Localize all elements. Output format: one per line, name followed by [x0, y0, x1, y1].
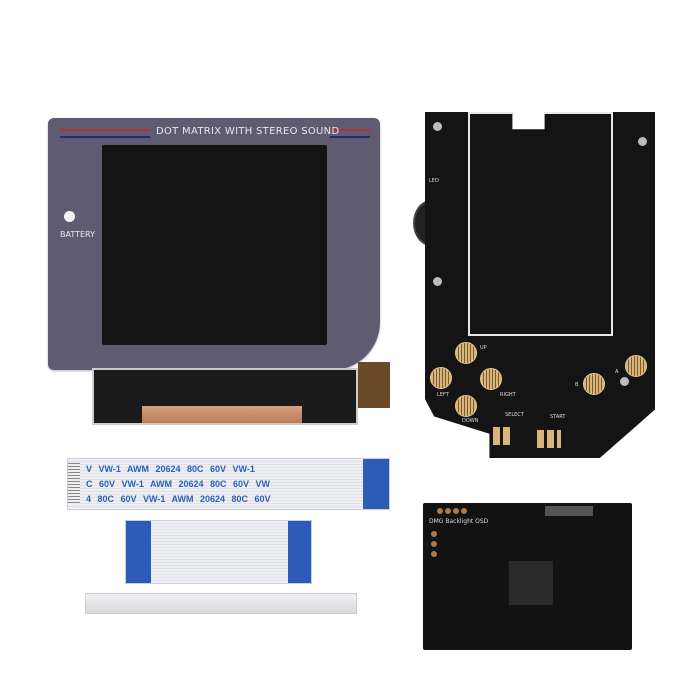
cable-stiffener — [363, 459, 389, 509]
battery-led-icon — [64, 211, 75, 222]
label-led: LED — [429, 178, 439, 184]
solder-pad — [431, 551, 437, 557]
lens-red-stripe-right — [330, 129, 370, 131]
osd-connector — [545, 506, 593, 516]
solder-pad — [431, 531, 437, 537]
pcb-outline — [468, 112, 613, 336]
label-up: UP — [480, 345, 487, 351]
button-pad-right — [480, 368, 502, 390]
solder-pad — [461, 508, 467, 514]
battery-label: BATTERY — [60, 230, 95, 239]
solder-pad — [453, 508, 459, 514]
copper-strip — [142, 406, 302, 423]
label-a: A — [615, 369, 619, 375]
label-b: B — [575, 382, 579, 388]
solder-pad — [431, 541, 437, 547]
cable-stiffener-right — [288, 521, 311, 583]
label-down: DOWN — [462, 418, 479, 424]
osd-board: DMG Backlight OSD — [423, 503, 632, 650]
mount-hole — [433, 122, 442, 131]
mount-hole — [433, 277, 442, 286]
lcd-module — [92, 368, 358, 425]
lens-blue-stripe-right — [330, 136, 370, 138]
ribbon-cable-long: V VW-1 AWM 20624 80C 60V VW-1 C 60V VW-1… — [67, 458, 390, 510]
lens-red-stripe-left — [60, 129, 150, 131]
screen-lens: DOT MATRIX WITH STEREO SOUND BATTERY — [48, 118, 380, 370]
solder-pad — [445, 508, 451, 514]
lcd-flex-connector — [358, 362, 390, 408]
cable-text: 4 80C 60V VW-1 AWM 20624 80C 60V — [86, 494, 271, 504]
button-pad-b — [583, 373, 605, 395]
flat-strip — [85, 593, 357, 614]
button-pad-down — [455, 395, 477, 417]
cable-contacts — [68, 463, 80, 505]
cable-text: V VW-1 AWM 20624 80C 60V VW-1 — [86, 464, 255, 474]
ribbon-cable-short — [125, 520, 312, 584]
cable-text: C 60V VW-1 AWM 20624 80C 60V VW — [86, 479, 271, 489]
mount-hole — [620, 377, 629, 386]
select-pads — [493, 427, 511, 445]
start-pads — [537, 430, 561, 448]
label-left: LEFT — [437, 392, 449, 398]
button-pad-a — [625, 355, 647, 377]
label-select: SELECT — [505, 412, 524, 418]
button-pad-up — [455, 342, 477, 364]
label-right: RIGHT — [500, 392, 516, 398]
lcd-screen — [102, 145, 327, 345]
mount-hole — [638, 137, 647, 146]
lens-blue-stripe-left — [60, 136, 150, 138]
osd-chip — [509, 561, 553, 605]
osd-label: DMG Backlight OSD — [429, 518, 489, 525]
cable-stiffener-left — [126, 521, 151, 583]
button-pad-left — [430, 367, 452, 389]
lens-title: DOT MATRIX WITH STEREO SOUND — [156, 126, 340, 137]
solder-pad — [437, 508, 443, 514]
label-start: START — [550, 414, 566, 420]
main-pcb: UP LEFT RIGHT DOWN B A SELECT START LED — [425, 112, 655, 458]
